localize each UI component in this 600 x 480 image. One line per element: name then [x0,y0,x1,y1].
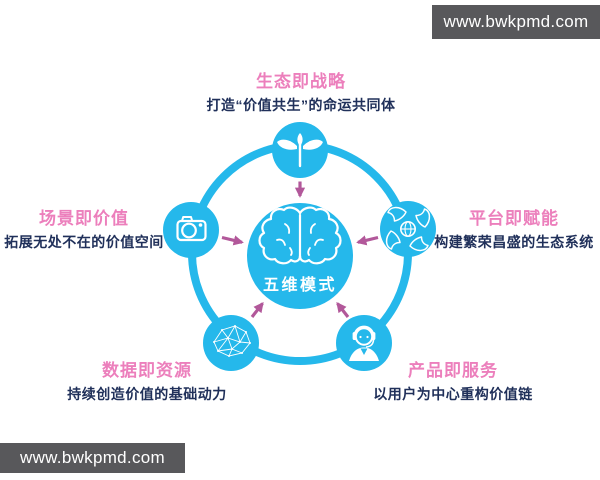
node-label-ecosystem: 生态即战略 打造“价值共生”的命运共同体 [207,72,396,113]
node-title: 场景即价值 [39,209,129,228]
headset-icon [349,325,379,361]
arrow-bottom-right [336,301,350,318]
node-label-platform: 平台即赋能 构建繁荣昌盛的生态系统 [434,209,594,250]
camera-icon [176,216,207,242]
node-label-product: 产品即服务 以用户为中心重构价值链 [373,361,533,402]
arrow-right [356,235,379,246]
arrow-bottom-left [250,301,264,318]
node-title: 数据即资源 [102,361,192,380]
globe-icon [385,206,431,252]
node-subtitle: 构建繁荣昌盛的生态系统 [434,233,594,250]
watermark-bar-bottom: www.bwkpmd.com [0,443,185,473]
watermark-text-bottom: www.bwkpmd.com [20,448,165,467]
mesh-icon [213,325,251,357]
node-title: 平台即赋能 [469,209,559,228]
arrow-left [221,235,244,246]
node-circle-scene [163,202,219,258]
node-subtitle: 持续创造价值的基础动力 [67,385,227,402]
node-label-data: 数据即资源 持续创造价值的基础动力 [67,361,227,402]
center-label: 五维模式 [262,277,338,294]
node-subtitle: 以用户为中心重构价值链 [373,385,533,402]
node-subtitle: 拓展无处不在的价值空间 [4,233,164,250]
brain-icon [258,206,342,265]
node-label-scene: 场景即价值 拓展无处不在的价值空间 [4,209,164,250]
node-circle-data [203,315,259,371]
node-title: 生态即战略 [256,72,346,91]
node-title: 产品即服务 [408,361,498,380]
watermark-text-top: www.bwkpmd.com [443,12,589,31]
watermark-bar-top: www.bwkpmd.com [432,5,600,39]
node-subtitle: 打造“价值共生”的命运共同体 [206,96,396,113]
arrow-group [221,181,379,318]
node-circle-product [336,315,392,371]
sprout-icon [277,133,323,168]
